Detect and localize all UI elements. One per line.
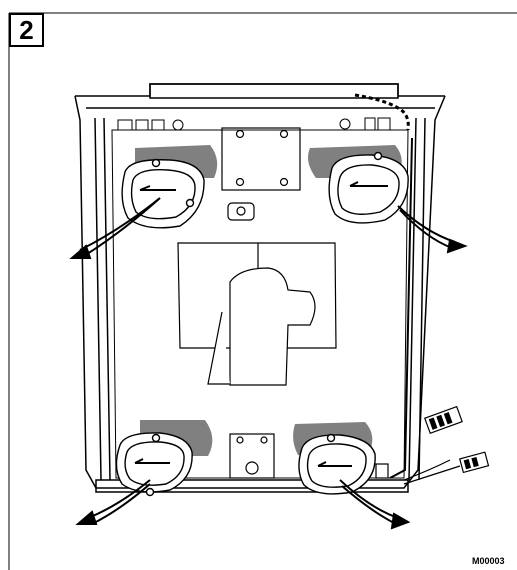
lens-housing (227, 202, 255, 221)
mounting-plate (221, 127, 301, 191)
bolt-icon (235, 177, 245, 187)
bracket (151, 119, 165, 131)
base-strip (95, 479, 409, 493)
appliance-body (74, 83, 446, 493)
motor-assembly (177, 242, 337, 386)
bolt-icon (260, 436, 268, 444)
bracket-screw (339, 118, 351, 130)
bracket (135, 119, 149, 131)
figure-code: M00003 (472, 556, 505, 566)
wiring (375, 137, 490, 485)
right-rail-outer (418, 117, 426, 481)
cap-bottom-left (115, 432, 193, 497)
removal-arrows (69, 197, 468, 530)
cabinet-outline (74, 95, 446, 489)
arrow-top-right-icon (397, 205, 468, 254)
bracket-screw (172, 119, 184, 131)
left-rail-inner (103, 117, 111, 481)
left-rail-outer (94, 117, 102, 481)
bolt-icon (279, 129, 289, 139)
bracket (117, 119, 133, 131)
side-cable (389, 137, 413, 479)
wire (403, 459, 451, 481)
bolt-icon (236, 436, 244, 444)
center-lens (227, 202, 255, 221)
step-number-box: 2 (9, 13, 44, 47)
motor-side (207, 311, 230, 385)
dashed-cable (354, 93, 410, 131)
bolt-icon (279, 177, 289, 187)
cap-bottom-right (298, 433, 376, 495)
motor-body (229, 267, 316, 386)
bolt-icon (235, 129, 245, 139)
rear-panel (111, 129, 409, 479)
clip (375, 463, 389, 479)
bracket (364, 117, 376, 131)
bottom-bracket (229, 433, 275, 479)
cap-top-right (328, 151, 409, 224)
lens-icon (236, 206, 246, 216)
bottom-screw-icon (245, 461, 259, 475)
arrow-bottom-right-icon (339, 479, 411, 530)
top-edge (75, 83, 445, 97)
arrow-top-left-icon (69, 197, 161, 259)
connector-plug (423, 405, 463, 435)
connector-socket (459, 451, 490, 474)
top-hinge-bar (149, 83, 399, 99)
right-rail-inner (408, 117, 417, 481)
arrow-bottom-left-icon (75, 479, 151, 525)
plate (221, 127, 301, 191)
top-brackets (117, 117, 391, 131)
step-number: 2 (19, 15, 34, 45)
bracket (377, 117, 391, 131)
wire (403, 465, 461, 485)
